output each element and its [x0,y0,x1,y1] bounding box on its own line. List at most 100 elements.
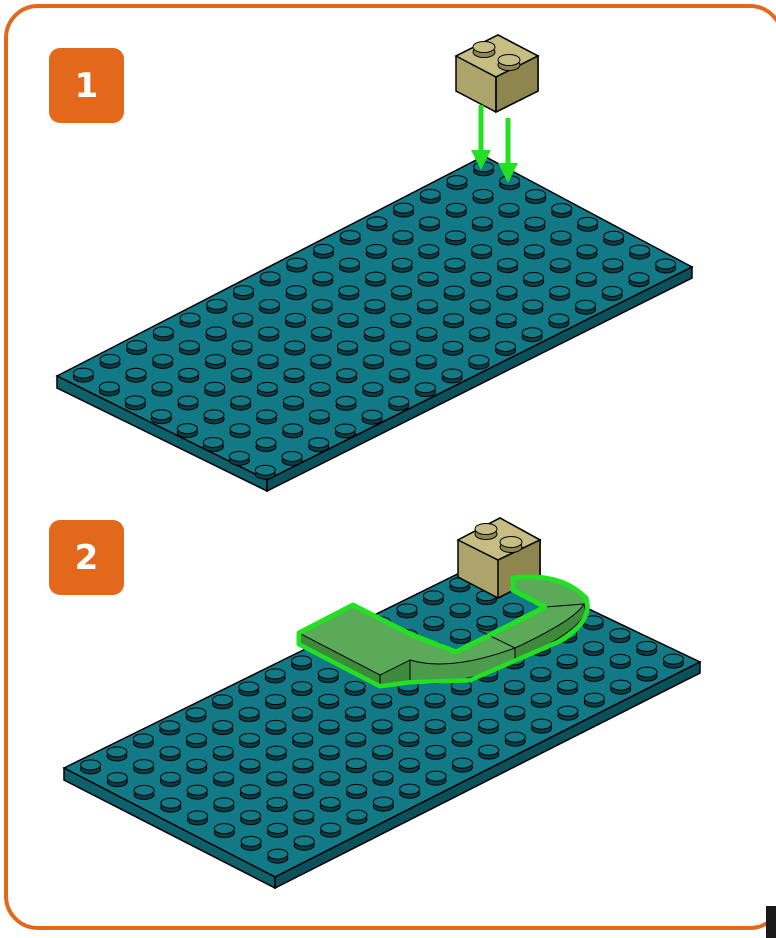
stud-top [107,773,127,783]
stud-top [282,451,302,461]
stud-top [346,733,366,743]
stud-top [231,396,251,406]
stud-top [319,746,339,756]
stud-top [265,669,285,679]
stud-top [260,272,280,282]
stud-top [266,720,286,730]
stud-top [309,410,329,420]
stud-top [293,785,313,795]
stud-top [500,176,520,186]
stud-top [392,286,412,296]
stud-top [604,231,624,241]
stud-top [419,245,439,255]
stud-top [365,300,385,310]
stud-top [233,286,253,296]
stud-top [496,314,516,324]
stud-top [479,745,499,755]
stud-top [152,382,172,392]
stud-top [257,382,277,392]
stud-top [231,368,251,378]
stud-top [204,410,224,420]
stud-top [498,231,518,241]
stud-top [478,719,498,729]
stud-top [292,682,312,692]
stud-top [294,810,314,820]
stud-top [266,746,286,756]
stud-top [373,746,393,756]
stud-top [477,616,497,626]
stud-top [268,849,288,859]
stud-top [637,667,657,677]
step-2-baseplate [64,560,700,888]
stud-top [362,410,382,420]
stud-top [418,272,438,282]
stud-top [452,732,472,742]
stud-top [576,273,596,283]
stud-top [445,258,465,268]
stud-top [314,244,334,254]
stud-top [134,785,154,795]
stud-top [151,410,171,420]
stud-top [498,259,518,269]
stud-top [523,300,543,310]
stud-top [473,189,493,199]
stud-top [418,300,438,310]
stud-top [446,203,466,213]
stud-top [400,784,420,794]
stud-top [311,355,331,365]
stud-top [161,798,181,808]
stud-top [338,313,358,323]
stud-top [267,798,287,808]
stud-top [319,694,339,704]
stud-top [292,707,312,717]
stud-top [472,245,492,255]
stud-top [134,760,154,770]
stud-top [450,604,470,614]
stud-top [399,758,419,768]
stud-top [99,382,119,392]
stud-top [285,341,305,351]
stud-top [390,341,410,351]
stud-top [471,272,491,282]
stud-top [229,451,249,461]
stud-top [212,695,232,705]
stud-top [125,396,145,406]
stud-top [294,836,314,846]
stud-top [373,771,393,781]
stud-top [551,231,571,241]
stud-top [214,798,234,808]
stud-top [287,258,307,268]
stud-top [366,272,386,282]
stud-top [160,721,180,731]
stud-top [426,771,446,781]
stud-top [241,811,261,821]
stud-top [447,176,467,186]
stud-top [503,603,523,613]
stud-top [426,745,446,755]
stud-top [417,327,437,337]
stud-top [558,680,578,690]
stud-top [81,760,101,770]
stud-top [267,823,287,833]
stud-top [558,706,578,716]
stud-top [311,327,331,337]
stud-top [603,259,623,269]
stud-top [497,286,517,296]
stud-top [630,245,650,255]
stud-top [292,656,312,666]
stud-top [505,706,525,716]
step-1-baseplate [57,156,692,491]
stud-top [286,286,306,296]
stud-top [214,772,234,782]
stud-top [107,747,127,757]
stud-top [206,327,226,337]
stud-top [335,424,355,434]
stud-top [397,604,417,614]
stud-top [293,733,313,743]
stud-top [584,693,604,703]
stud-top [153,327,173,337]
stud-top [415,383,435,393]
stud-top [320,772,340,782]
stud-top [550,259,570,269]
stud-top [207,299,227,309]
